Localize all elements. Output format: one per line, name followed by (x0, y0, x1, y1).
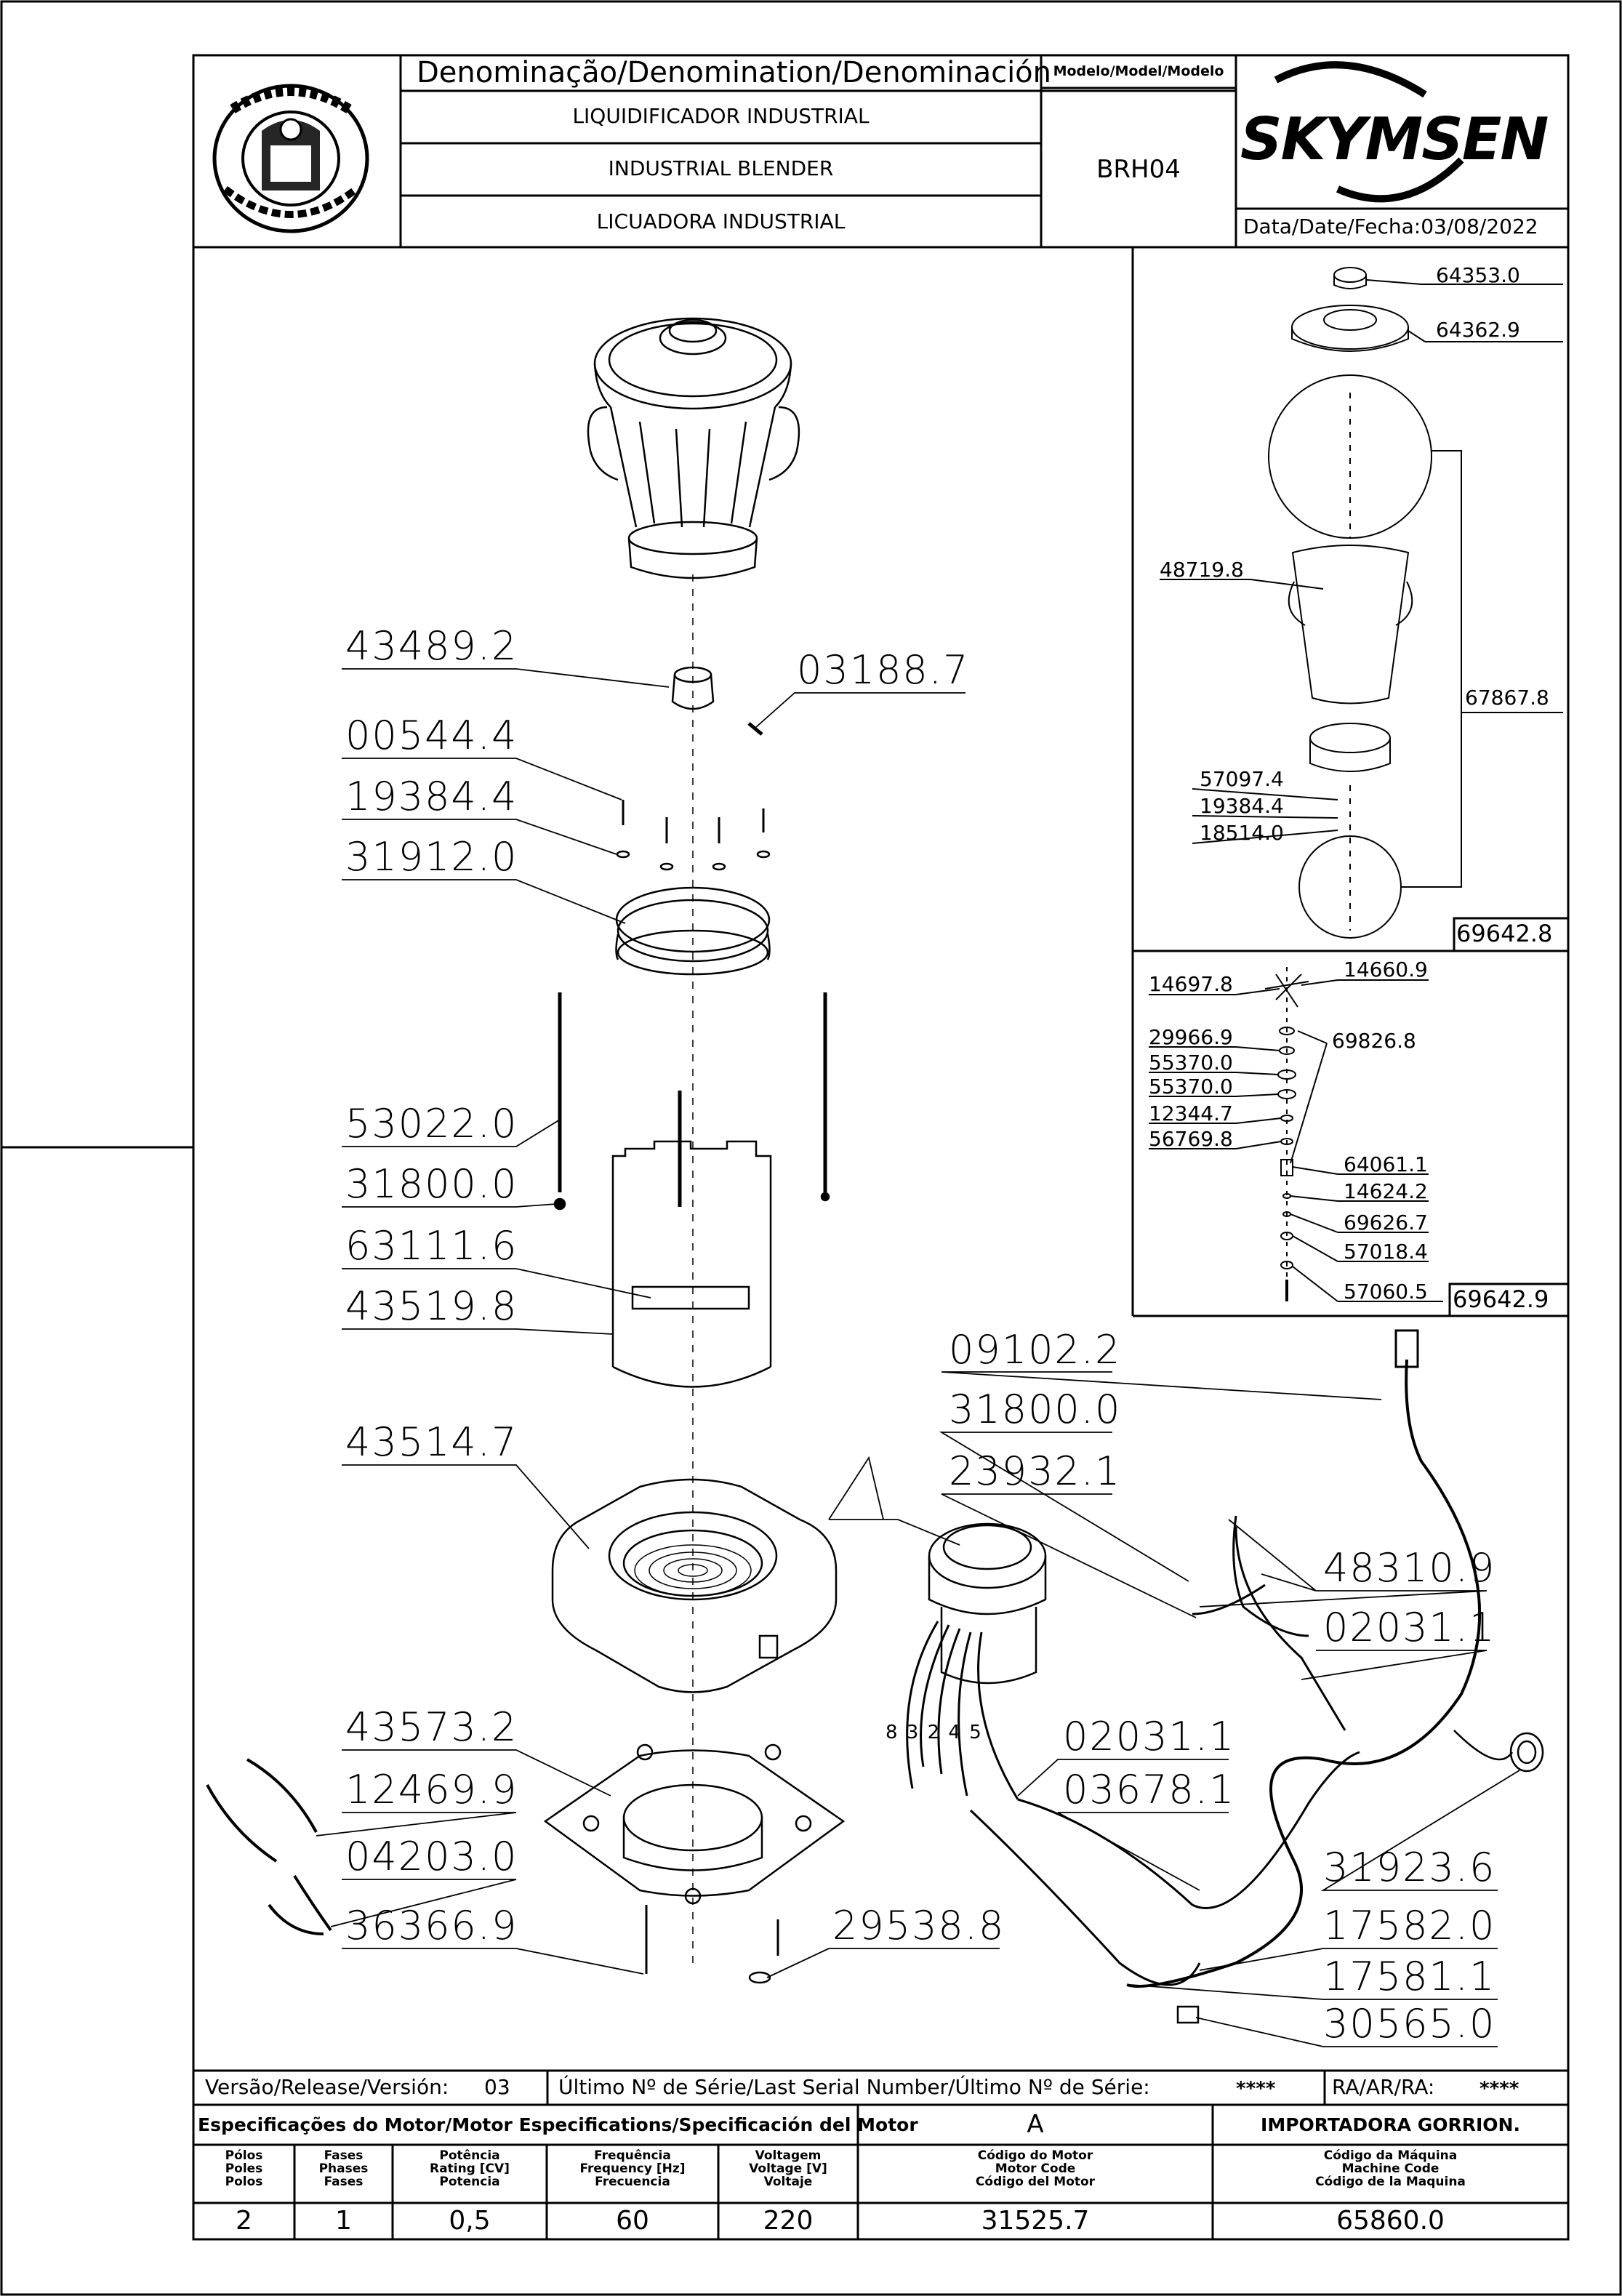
part-48719-8: 48719.8 (1160, 558, 1244, 582)
part-31923-6: 31923.6 (1323, 1845, 1496, 1890)
part-36366-9: 36366.9 (345, 1903, 518, 1948)
part-17582-0: 17582.0 (1323, 1903, 1496, 1948)
part-64362-9: 64362.9 (1436, 318, 1520, 342)
part-09102-2: 09102.2 (949, 1327, 1122, 1373)
part-53022-0: 53022.0 (345, 1101, 518, 1147)
release-label: Versão/Release/Versión: (205, 2075, 449, 2099)
ra-value: **** (1480, 2078, 1519, 2100)
part-12469-9: 12469.9 (345, 1767, 518, 1813)
part-30565-0: 30565.0 (1323, 2001, 1496, 2047)
brand-wordmark: SKYMSEN (1240, 105, 1549, 173)
part-29966-9: 29966.9 (1149, 1025, 1233, 1049)
skymsen-logo (1274, 61, 1464, 203)
part-69826-8: 69826.8 (1332, 1029, 1416, 1053)
part-69626-7: 69626.7 (1344, 1211, 1428, 1235)
main-exploded-view (206, 317, 1544, 2024)
voltage-value: 220 (763, 2206, 814, 2236)
col-machine-code-header: Código da Máquina Machine Code Código de… (1315, 2148, 1466, 2189)
importer-name: IMPORTADORA GORRION. (1261, 2114, 1520, 2135)
part-29538-8: 29538.8 (832, 1903, 1005, 1948)
machine-code-value: 65860.0 (1336, 2206, 1445, 2236)
serial-label: Último Nº de Série/Last Serial Number/Úl… (558, 2075, 1150, 2099)
col-phases-header: Fases Phases Fases (318, 2148, 369, 2189)
part-18514-0: 18514.0 (1200, 821, 1284, 845)
col-motor-code-header: Código do Motor Motor Code Código del Mo… (975, 2148, 1096, 2189)
part-12344-7: 12344.7 (1149, 1101, 1233, 1125)
model-value: BRH04 (1096, 155, 1181, 184)
motor-letter: A (1027, 2110, 1044, 2139)
part-02031-1: 02031.1 (1323, 1605, 1496, 1650)
date-label: Data/Date/Fecha: (1243, 214, 1421, 238)
release-value: 03 (484, 2075, 510, 2099)
part-14624-2: 14624.2 (1344, 1179, 1428, 1203)
product-name-pt: LIQUIDIFICADOR INDUSTRIAL (572, 104, 870, 128)
part-03678-1: 03678.1 (1063, 1767, 1236, 1813)
part-56769-8: 56769.8 (1149, 1127, 1233, 1151)
col-poles-header: Pólos Poles Polos (225, 2148, 263, 2189)
phases-value: 1 (335, 2206, 352, 2236)
part-19384-4-jar: 19384.4 (1200, 794, 1284, 818)
frequency-value: 60 (616, 2206, 649, 2236)
part-02031-1-b: 02031.1 (1063, 1714, 1236, 1759)
part-03188-7: 03188.7 (797, 647, 970, 693)
authorized-seal-logo (212, 84, 369, 233)
jar-inset-drawing (1160, 267, 1563, 939)
motor-code-value: 31525.7 (981, 2206, 1090, 2236)
part-43519-8: 43519.8 (345, 1283, 518, 1329)
part-14660-9: 14660.9 (1344, 958, 1428, 982)
date-value: 03/08/2022 (1421, 214, 1538, 238)
col-power-header: Potência Rating [CV] Potencia (430, 2148, 510, 2189)
part-63111-6: 63111.6 (345, 1223, 518, 1269)
product-name-es: LICUADORA INDUSTRIAL (596, 209, 846, 233)
part-57060-5: 57060.5 (1344, 1280, 1428, 1304)
part-43514-7: 43514.7 (345, 1419, 518, 1465)
motor-spec-label: Especificações do Motor/Motor Especifica… (198, 2114, 918, 2135)
part-17581-1: 17581.1 (1323, 1954, 1496, 1999)
motor-wire-numbers: 8 3 2 4 5 (886, 1722, 983, 1743)
part-64061-1: 64061.1 (1344, 1152, 1428, 1176)
part-23932-1: 23932.1 (949, 1448, 1122, 1494)
part-31912-0: 31912.0 (345, 834, 518, 880)
model-label: Modelo/Model/Modelo (1053, 63, 1224, 79)
part-04203-0: 04203.0 (345, 1834, 518, 1879)
power-value: 0,5 (449, 2206, 491, 2236)
ra-label: RA/AR/RA: (1332, 2075, 1435, 2099)
part-31800-0: 31800.0 (345, 1161, 518, 1207)
denomination-label: Denominação/Denomination/Denominación (417, 56, 1052, 89)
part-43573-2: 43573.2 (345, 1704, 518, 1750)
part-43489-2: 43489.2 (345, 623, 518, 669)
part-64353-0: 64353.0 (1436, 263, 1520, 287)
serial-value: **** (1236, 2078, 1276, 2100)
date-field: Data/Date/Fecha:03/08/2022 (1243, 217, 1538, 237)
jar-assembly-code: 69642.8 (1456, 920, 1553, 947)
poles-value: 2 (236, 2206, 252, 2236)
product-name-en: INDUSTRIAL BLENDER (608, 156, 834, 180)
part-55370-0-b: 55370.0 (1149, 1075, 1233, 1099)
part-00544-4: 00544.4 (345, 713, 518, 758)
part-67867-8: 67867.8 (1465, 686, 1549, 710)
part-57018-4: 57018.4 (1344, 1240, 1428, 1264)
col-voltage-header: Voltagem Voltage [V] Voltaje (749, 2148, 827, 2189)
part-14697-8: 14697.8 (1149, 972, 1233, 996)
part-31800-0-b: 31800.0 (949, 1386, 1122, 1432)
blade-assembly-code: 69642.9 (1453, 1285, 1549, 1313)
part-19384-4: 19384.4 (345, 774, 518, 819)
part-48310-9: 48310.9 (1323, 1545, 1496, 1591)
part-55370-0: 55370.0 (1149, 1051, 1233, 1075)
leader-lines (316, 668, 1520, 2047)
col-frequency-header: Frequência Frequency [Hz] Frecuencia (579, 2148, 686, 2189)
part-57097-4: 57097.4 (1200, 767, 1284, 791)
blade-inset-drawing (1149, 967, 1443, 1302)
